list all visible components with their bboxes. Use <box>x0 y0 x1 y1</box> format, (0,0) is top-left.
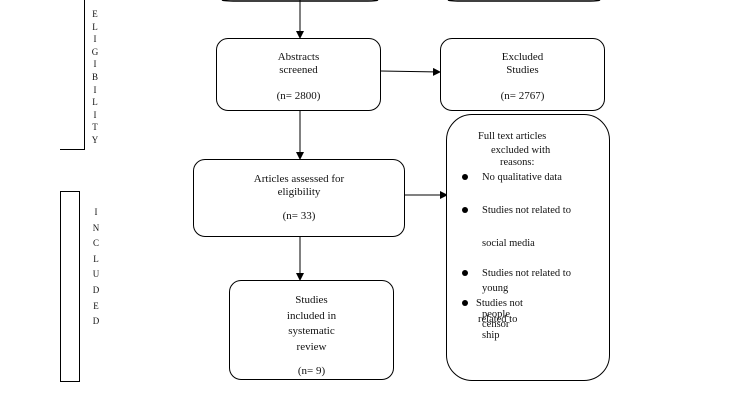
reason-social-media-1: Studies not related to <box>482 205 571 216</box>
eligibility-letter: I <box>93 59 97 70</box>
included-count: (n= 9) <box>297 365 326 377</box>
eligibility-letter: B <box>91 71 98 82</box>
top-right-box-edge <box>447 0 601 2</box>
eligibility-letter: I <box>93 34 97 45</box>
included-line3: systematic <box>288 325 335 337</box>
included-letter: E <box>93 300 99 311</box>
eligibility-letter: Y <box>91 134 99 145</box>
articles-assessed-box: Articles assessed for eligibility (n= 33… <box>193 159 405 237</box>
included-side-bar <box>60 191 80 382</box>
eligibility-letter: G <box>91 46 99 57</box>
fulltext-title-line3: reasons: <box>500 157 535 168</box>
reason-censorship-2: censor <box>482 319 510 330</box>
reason-censorship-3: ship <box>482 330 500 341</box>
excluded-studies-box: Excluded Studies (n= 2767) <box>440 38 605 111</box>
reason-no-qualitative: No qualitative data <box>482 172 562 183</box>
included-letter: L <box>93 253 99 264</box>
reason-social-media-2: social media <box>482 238 535 249</box>
excluded-line1: Excluded <box>501 51 544 63</box>
eligibility-letter: E <box>92 9 98 19</box>
eligibility-letter: I <box>93 84 97 95</box>
reason-young-people-2: young <box>482 283 509 294</box>
excluded-line2: Studies <box>506 64 539 76</box>
bullet-3 <box>462 270 468 276</box>
abstracts-line1: Abstracts <box>277 51 320 63</box>
arrow-abstracts-to-excluded <box>379 67 441 76</box>
reason-young-people-1: Studies not related to <box>482 268 571 279</box>
abstracts-line2: screened <box>279 64 318 76</box>
fulltext-title-line1: Full text articles <box>478 131 547 142</box>
included-letter: I <box>94 207 98 217</box>
included-letter: D <box>92 316 100 327</box>
assessed-line1: Articles assessed for <box>253 173 345 185</box>
eligibility-letter: L <box>92 97 98 108</box>
excluded-count: (n= 2767) <box>500 90 545 102</box>
fulltext-excluded-box <box>446 114 610 381</box>
studies-included-box: Studies included in systematic review (n… <box>229 280 394 380</box>
included-line4: review <box>296 340 327 353</box>
fulltext-title-line2: excluded with <box>491 145 551 156</box>
assessed-count: (n= 33) <box>282 210 316 222</box>
included-letter: N <box>92 222 100 233</box>
eligibility-letter: T <box>92 122 98 133</box>
eligibility-side-bar <box>60 0 85 150</box>
included-letter: D <box>92 284 100 295</box>
eligibility-letter: I <box>93 109 97 120</box>
included-line1: Studies <box>295 294 328 306</box>
eligibility-letter: L <box>92 21 98 32</box>
reason-censorship-1: Studies not <box>476 298 523 309</box>
included-letter: U <box>92 269 100 280</box>
top-left-box-edge <box>221 0 379 2</box>
assessed-line2: eligibility <box>277 186 321 198</box>
bullet-2 <box>462 207 468 213</box>
bullet-1 <box>462 174 468 180</box>
bullet-4 <box>462 300 468 306</box>
abstracts-screened-box: Abstracts screened (n= 2800) <box>216 38 381 111</box>
reason-censorship-overlap-people: people <box>482 309 510 320</box>
included-letter: C <box>92 238 99 249</box>
included-line2: included in <box>286 309 337 322</box>
reason-censorship-overlap-related: related to <box>478 314 518 325</box>
abstracts-count: (n= 2800) <box>276 90 321 102</box>
